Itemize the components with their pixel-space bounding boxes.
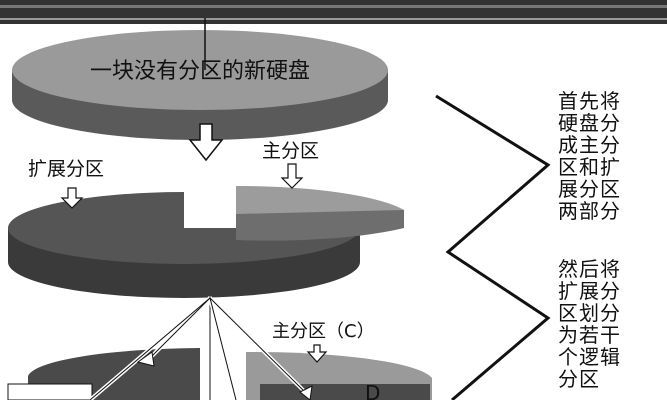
split-arrowhead xyxy=(136,351,155,367)
step2-line: 为若干 xyxy=(558,323,621,347)
primary-c-label-arrow xyxy=(306,344,328,363)
logical-split-lines-outline xyxy=(89,297,306,401)
step1-text: 首先将 硬盘分 成主分 区和扩 展分区 两部分 xyxy=(558,90,621,222)
step2-line: 个逻辑 xyxy=(558,345,621,369)
step1-line: 展分区 xyxy=(558,177,621,201)
step2-line: 扩展分 xyxy=(558,279,621,303)
down-arrow xyxy=(188,123,224,162)
split-arrowhead xyxy=(299,385,313,401)
top-bar xyxy=(0,0,667,24)
step1-line: 成主分 xyxy=(558,133,621,157)
extended-partition-label: 扩展分区 xyxy=(28,158,105,180)
partition-d-side xyxy=(260,384,430,400)
top-bar-stripe xyxy=(0,5,667,8)
top-bar-stripe xyxy=(0,18,667,20)
step2-line: 区划分 xyxy=(558,301,621,325)
disk-label: 一块没有分区的新硬盘 xyxy=(90,59,310,84)
disk-top xyxy=(12,30,388,110)
step1-line: 首先将 xyxy=(558,89,621,113)
step2-line: 分区 xyxy=(558,367,600,391)
step1-line: 区和扩 xyxy=(558,155,621,179)
zigzag-brace xyxy=(435,94,551,402)
unpartitioned-disk: 一块没有分区的新硬盘 xyxy=(12,18,388,140)
primary-top xyxy=(236,185,404,214)
primary-partition-label: 主分区 xyxy=(262,140,320,162)
partition-d-label: D xyxy=(365,381,380,400)
logical-partition-front xyxy=(7,383,93,401)
extended-label-arrow xyxy=(60,187,84,209)
step1-line: 两部分 xyxy=(558,199,621,223)
step2-line: 然后将 xyxy=(558,257,621,281)
step1-line: 硬盘分 xyxy=(558,111,621,135)
primary-c-label: 主分区（C） xyxy=(272,321,375,342)
primary-label-arrow xyxy=(280,163,304,189)
step2-text: 然后将 扩展分 区划分 为若干 个逻辑 分区 xyxy=(558,258,621,390)
primary-partition xyxy=(236,185,404,241)
extended-partition xyxy=(8,192,360,298)
